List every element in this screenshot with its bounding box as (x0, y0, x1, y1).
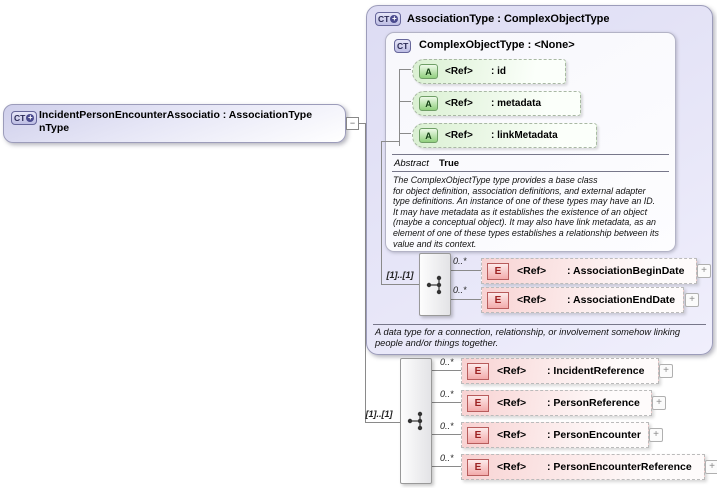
association-type-box[interactable]: CT+ AssociationType : ComplexObjectType … (366, 5, 713, 355)
connector-line (430, 466, 461, 467)
sequence-connector[interactable] (400, 358, 432, 484)
root-element-label-line1: IncidentPersonEncounterAssociatio : Asso… (39, 109, 313, 121)
complex-object-type-box[interactable]: CT ComplexObjectType : <None> A <Ref> : … (385, 32, 676, 252)
connector-line (381, 284, 419, 285)
facet-name: Abstract (394, 158, 429, 169)
element-name: : PersonReference (547, 397, 640, 409)
ct-badge-label: CT (14, 113, 26, 123)
element-row-incidentreference[interactable]: E <Ref> : IncidentReference (461, 358, 659, 384)
expand-icon[interactable]: + (649, 428, 663, 442)
connector-line (399, 133, 411, 134)
expand-icon[interactable]: + (705, 460, 717, 474)
ct-badge-label: CT (378, 14, 390, 24)
connector-line (365, 422, 400, 423)
connector-line (430, 370, 461, 371)
attribute-icon: A (419, 64, 438, 79)
occurrence-label: 0..* (453, 256, 467, 266)
element-row-personencounterreference[interactable]: E <Ref> : PersonEncounterReference (461, 454, 705, 480)
sequence-connector[interactable] (419, 253, 451, 316)
sequence-icon (407, 411, 423, 431)
expand-icon[interactable]: + (685, 293, 699, 307)
base-type-documentation: The ComplexObjectType type provides a ba… (393, 175, 659, 249)
element-icon: E (487, 291, 509, 309)
connector-line (399, 69, 411, 70)
cardinality-label: [1]..[1] (386, 270, 414, 280)
plus-icon: + (390, 14, 399, 23)
element-row-associationbegindate[interactable]: E <Ref> : AssociationBeginDate (481, 258, 697, 284)
association-type-title: AssociationType : ComplexObjectType (407, 13, 610, 25)
occurrence-label: 0..* (453, 285, 467, 295)
connector-line (430, 402, 461, 403)
separator (392, 171, 669, 172)
connector-line (356, 123, 366, 124)
connector-line (365, 123, 366, 423)
attribute-ref: <Ref> (445, 98, 473, 109)
occurrence-label: 0..* (440, 389, 454, 399)
complex-type-plus-icon: CT+ (11, 111, 38, 125)
attribute-name: : linkMetadata (491, 130, 558, 141)
connector-line (430, 434, 461, 435)
ct-badge-label: CT (397, 41, 409, 51)
expand-icon[interactable]: + (659, 364, 673, 378)
root-element-label-line2: nType (39, 122, 70, 134)
separator (392, 154, 669, 155)
attribute-row-linkmetadata[interactable]: A <Ref> : linkMetadata (412, 123, 597, 148)
element-name: : PersonEncounterReference (547, 461, 692, 473)
attribute-ref: <Ref> (445, 66, 473, 77)
occurrence-label: 0..* (440, 453, 454, 463)
attribute-row-id[interactable]: A <Ref> : id (412, 59, 566, 84)
element-ref: <Ref> (497, 461, 527, 473)
element-ref: <Ref> (497, 397, 527, 409)
attribute-icon: A (419, 96, 438, 111)
root-element-box[interactable]: CT+ IncidentPersonEncounterAssociatio : … (3, 104, 346, 143)
attribute-row-metadata[interactable]: A <Ref> : metadata (412, 91, 581, 116)
element-icon: E (467, 394, 489, 412)
complex-type-icon: CT (394, 39, 412, 53)
root-element-label: IncidentPersonEncounterAssociatio : Asso… (39, 109, 312, 135)
facet-value: True (439, 158, 460, 169)
complex-type-plus-icon: CT+ (375, 12, 402, 26)
element-ref: <Ref> (497, 365, 527, 377)
element-icon: E (467, 362, 489, 380)
attribute-icon: A (419, 128, 438, 143)
separator (373, 324, 706, 325)
connector-line (449, 270, 481, 271)
element-icon: E (487, 262, 509, 280)
expand-icon[interactable]: + (697, 264, 711, 278)
attribute-ref: <Ref> (445, 130, 473, 141)
cardinality-label: [1]..[1] (365, 409, 393, 419)
element-row-personencounter[interactable]: E <Ref> : PersonEncounter (461, 422, 649, 448)
attribute-name: : id (491, 66, 506, 77)
element-row-personreference[interactable]: E <Ref> : PersonReference (461, 390, 652, 416)
collapse-handle[interactable]: − (346, 117, 359, 130)
connector-line (399, 69, 400, 146)
expand-icon[interactable]: + (652, 396, 666, 410)
connector-line (399, 101, 411, 102)
element-name: : PersonEncounter (547, 429, 641, 441)
attribute-name: : metadata (491, 98, 542, 109)
element-name: : IncidentReference (547, 365, 645, 377)
occurrence-label: 0..* (440, 421, 454, 431)
association-type-documentation: A data type for a connection, relationsh… (375, 327, 681, 348)
connector-line (381, 141, 399, 142)
element-icon: E (467, 426, 489, 444)
complex-object-type-title: ComplexObjectType : <None> (419, 39, 575, 51)
connector-line (381, 141, 382, 284)
element-icon: E (467, 458, 489, 476)
connector-line (449, 299, 481, 300)
element-name: : AssociationBeginDate (567, 265, 685, 277)
element-ref: <Ref> (497, 429, 527, 441)
element-ref: <Ref> (517, 265, 547, 277)
element-ref: <Ref> (517, 294, 547, 306)
element-name: : AssociationEndDate (567, 294, 676, 306)
plus-icon: + (26, 113, 35, 122)
sequence-icon (426, 275, 442, 294)
occurrence-label: 0..* (440, 357, 454, 367)
element-row-associationenddate[interactable]: E <Ref> : AssociationEndDate (481, 287, 684, 313)
